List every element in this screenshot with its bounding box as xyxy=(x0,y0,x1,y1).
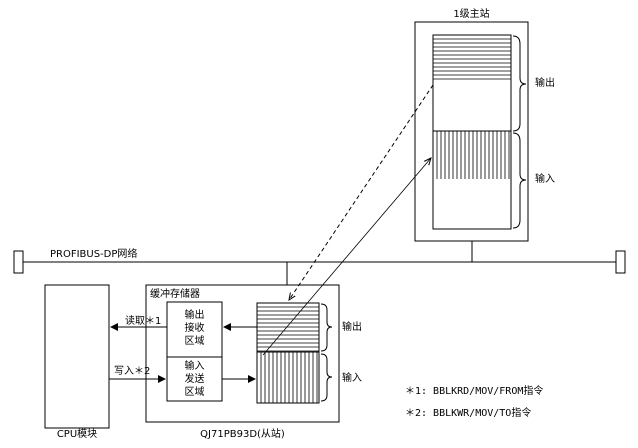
slave-input-buffer xyxy=(256,351,320,404)
data-flow-arrows xyxy=(109,84,434,383)
output-receive-line-1: 输出 xyxy=(184,310,205,321)
master-output-to-slave-arrow xyxy=(289,84,434,300)
network-terminator-right xyxy=(615,250,626,274)
cpu-module xyxy=(44,284,110,429)
slave-output-receive-area xyxy=(166,301,223,358)
input-send-line-3: 区域 xyxy=(184,387,205,398)
master-output-label: 输出 xyxy=(535,78,555,89)
output-receive-area-label: 输出 接收 区域 xyxy=(167,309,222,348)
cpu-module-label: CPU模块 xyxy=(56,429,98,440)
master-input-area xyxy=(432,130,512,230)
slave-module-label: QJ71PB93D(从站) xyxy=(200,429,285,440)
output-receive-line-2: 接收 xyxy=(184,323,205,334)
slave-input-stripes xyxy=(260,352,318,403)
master-station-title: 1级主站 xyxy=(453,9,490,20)
network-label: PROFIBUS-DP网络 xyxy=(50,249,138,260)
slave-input-brace xyxy=(320,353,333,402)
master-input-label: 输入 xyxy=(535,174,555,185)
slave-input-label: 输入 xyxy=(342,373,362,384)
input-send-line-2: 发送 xyxy=(184,374,205,385)
slave-module xyxy=(145,284,340,423)
network-terminator-left xyxy=(13,250,24,274)
master-input-brace xyxy=(512,132,527,229)
input-send-line-1: 输入 xyxy=(184,361,205,372)
master-station xyxy=(414,21,529,242)
slave-output-buffer xyxy=(256,302,320,353)
slave-output-stripes xyxy=(257,306,319,352)
buffer-memory-title: 缓冲存储器 xyxy=(150,289,200,300)
slave-output-brace xyxy=(320,303,333,352)
cpu-module-box xyxy=(44,284,110,429)
write-label: 写入＊2 xyxy=(114,366,151,377)
read-label: 读取＊1 xyxy=(125,316,162,327)
master-output-stripes xyxy=(433,38,511,80)
note-read-instruction: ＊1: BBLKRD/MOV/FROM指令 xyxy=(405,386,544,397)
note-write-instruction: ＊2: BBLKWR/MOV/TO指令 xyxy=(405,408,532,419)
master-output-area xyxy=(432,34,512,132)
input-send-area-label: 输入 发送 区域 xyxy=(167,360,222,399)
master-input-stripes xyxy=(436,131,510,179)
slave-output-label: 输出 xyxy=(342,322,362,333)
slave-input-send-area xyxy=(166,356,223,402)
master-output-brace xyxy=(512,35,527,132)
slave-input-to-master-arrow xyxy=(262,158,431,356)
output-receive-line-3: 区域 xyxy=(184,336,205,347)
